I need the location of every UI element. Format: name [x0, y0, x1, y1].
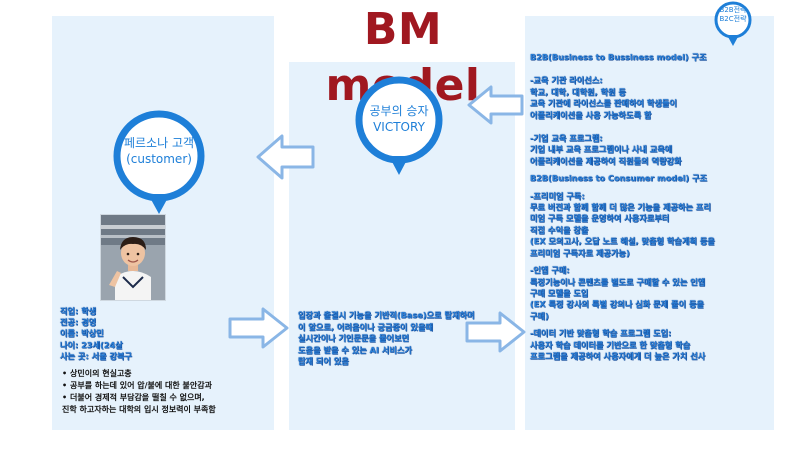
- service-line: 탑재 되어 있음: [298, 356, 510, 368]
- strategy-tag-line-2: B2C전략: [702, 15, 764, 24]
- service-description: 입장과 출결시 기능을 기반적(Base)으로 탑재하며 이 앞으로, 어려움이…: [298, 310, 510, 368]
- pain-point-item: •더불어 경제적 부담감을 떨칠 수 없으며,: [62, 392, 274, 404]
- b2c-item-line: 프로그램을 제공하여 사용자에게 더 높은 가치 선사: [530, 351, 772, 362]
- service-line: 입장과 출결시 기능을 기반적(Base)으로 탑재하며: [298, 310, 510, 322]
- b2c-item-line: 미엄 구독 모델을 운영하여 사용자로부터: [530, 213, 772, 224]
- b2b-item-line: 기업 내부 교육 프로그램이나 사내 교육에: [530, 144, 772, 155]
- pain-point-text: 진학 하고자하는 대학의 입시 정보력이 부족함: [62, 405, 216, 414]
- b2c-item-line: 구매 모델을 도입: [530, 288, 772, 299]
- profile-residence: 사는 곳: 서울 강북구: [60, 351, 274, 362]
- pain-point-item: •상민이의 현실고충: [62, 368, 274, 380]
- arrow-left-icon: [466, 84, 526, 126]
- profile-job: 직업: 학생: [60, 306, 274, 317]
- b2b-item-line: -교육 기관 라이선스:: [530, 75, 772, 86]
- persona-bubble-line-1: 페르소나 고객: [104, 136, 214, 152]
- b2c-item-line: -프리미엄 구독:: [530, 191, 772, 202]
- persona-pain-points: •상민이의 현실고충 •공부를 하는데 있어 압/불에 대한 불안감과 •더불어…: [62, 368, 274, 416]
- persona-bubble: 페르소나 고객 (customer): [104, 110, 214, 218]
- b2c-item-line: (EX 모의고사, 오답 노트 해설, 맞춤형 학습계획 등을: [530, 236, 772, 247]
- pain-point-text: 공부를 하는데 있어 압/불에 대한 불안감과: [70, 381, 212, 390]
- b2b-item-line: 교육 기관에 라이선스를 판매하여 학생들이: [530, 98, 772, 109]
- strategy-tag-bubble: B2B전략 B2C전략: [702, 0, 764, 48]
- business-model-text: B2B(Business to Bussiness model) 구조 -교육 …: [530, 52, 772, 362]
- persona-profile: 직업: 학생 전공: 경영 이름: 박상민 나이: 23세(24살 사는 곳: …: [60, 306, 274, 362]
- pain-point-text: 상민이의 현실고충: [70, 369, 132, 378]
- b2b-item-line: 학교, 대학, 대학원, 학원 등: [530, 87, 772, 98]
- persona-photo: [100, 214, 166, 301]
- persona-bubble-text: 페르소나 고객 (customer): [104, 136, 214, 167]
- pain-point-item: 진학 하고자하는 대학의 입시 정보력이 부족함: [62, 404, 274, 416]
- b2b-item-line: -기업 교육 프로그램:: [530, 133, 772, 144]
- page-title: BM model: [292, 2, 514, 58]
- b2c-item-line: 직접 수익을 창출: [530, 225, 772, 236]
- b2c-item-line: 프리미엄 구독자로 제공가능): [530, 248, 772, 259]
- b2c-item-line: 특정기능이나 콘텐츠를 별도로 구매할 수 있는 인앱: [530, 277, 772, 288]
- b2c-item-line: 구매): [530, 311, 772, 322]
- b2c-item-line: 무료 버전과 함께 함께 더 많은 기능을 제공하는 프리: [530, 202, 772, 213]
- victory-bubble: 공부의 승자 VICTORY: [349, 74, 449, 178]
- b2c-heading: B2B(Business to Consumer model) 구조: [530, 173, 772, 184]
- victory-bubble-text: 공부의 승자 VICTORY: [349, 104, 449, 135]
- pain-point-item: •공부를 하는데 있어 압/불에 대한 불안감과: [62, 380, 274, 392]
- victory-bubble-line-2: VICTORY: [349, 120, 449, 136]
- persona-bubble-line-2: (customer): [104, 152, 214, 168]
- person-photo-icon: [101, 215, 165, 300]
- b2c-item-line: -데이터 기반 맞춤형 학습 프로그램 도입:: [530, 328, 772, 339]
- b2b-item-line: 어플리케이션을 사용 가능하도록 함: [530, 110, 772, 121]
- b2c-item-line: -인앱 구매:: [530, 265, 772, 276]
- profile-major: 전공: 경영: [60, 317, 274, 328]
- b2b-item-line: 어플리케이션을 제공하여 직원들의 역량강화: [530, 156, 772, 167]
- pain-point-text: 더불어 경제적 부담감을 떨칠 수 없으며,: [70, 393, 205, 402]
- strategy-tag-text: B2B전략 B2C전략: [702, 6, 764, 25]
- b2c-item-line: (EX 특정 강사의 특별 강의나 심화 문제 풀이 등을: [530, 299, 772, 310]
- service-line: 이 앞으로, 어려움이나 궁금증이 있을때: [298, 322, 510, 334]
- b2c-item-line: 사용자 학습 데이터를 기반으로 한 맞춤형 학습: [530, 340, 772, 351]
- service-line: 실시간이나 기인문문을 물어보면: [298, 333, 510, 345]
- service-line: 도움을 받을 수 있는 AI 서비스가: [298, 345, 510, 357]
- arrow-left-icon: [255, 133, 317, 181]
- victory-bubble-line-1: 공부의 승자: [349, 104, 449, 120]
- b2b-heading: B2B(Business to Bussiness model) 구조: [530, 52, 772, 63]
- profile-name: 이름: 박상민: [60, 328, 274, 339]
- profile-age: 나이: 23세(24살: [60, 340, 274, 351]
